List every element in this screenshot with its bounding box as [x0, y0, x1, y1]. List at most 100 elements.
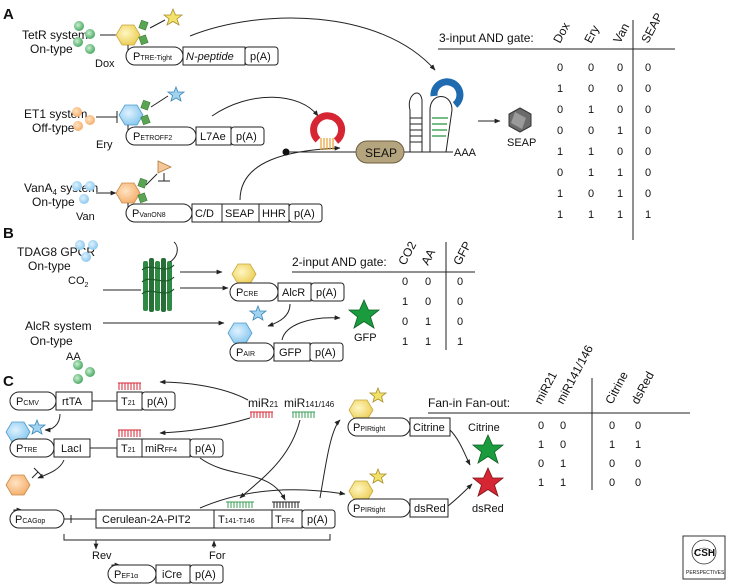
tre-construct: PTRE LacI T21 miRFF4 p(A)	[9, 429, 224, 458]
svg-text:T141-T146: T141-T146	[218, 514, 255, 526]
table-a-cell: 0	[645, 62, 651, 74]
table-b-cell: 0	[425, 276, 431, 288]
table-c-cell: 1	[538, 439, 544, 451]
gpcr-receptor-icon	[141, 241, 178, 312]
laci-hexagon	[5, 474, 31, 496]
table-a-cell: 1	[645, 209, 651, 221]
table-a-cell: 0	[617, 83, 623, 95]
svg-text:dsRed: dsRed	[414, 503, 446, 515]
svg-text:p(A): p(A)	[147, 396, 168, 408]
ery-star-icon	[166, 85, 186, 102]
gfp-label: GFP	[354, 332, 377, 344]
gfp-star-icon	[347, 299, 381, 329]
table-a-cell: 0	[557, 104, 563, 116]
table-a-title: 3-input AND gate:	[439, 31, 534, 45]
table-c-cell: 0	[635, 420, 641, 432]
svg-text:p(A): p(A)	[195, 443, 216, 455]
table-c-cell: 0	[538, 458, 544, 470]
svg-text:HHR: HHR	[262, 208, 286, 220]
table-a-cell: 0	[588, 188, 594, 200]
svg-text:Cerulean-2A-PIT2: Cerulean-2A-PIT2	[102, 514, 191, 526]
table-c-cell: 0	[609, 420, 615, 432]
for-label: For	[209, 550, 226, 562]
table-a-cell: 1	[557, 146, 563, 158]
alcr-hexagon	[227, 322, 253, 344]
ery-molecules	[72, 107, 95, 131]
svg-text:PETROFF2: PETROFF2	[133, 131, 172, 143]
co2-label: CO2	[68, 275, 89, 289]
table-c-cell: 0	[560, 439, 566, 451]
table-a-cell: 0	[645, 188, 651, 200]
pir2-star-icon	[368, 467, 388, 484]
table-b-cell: 1	[425, 336, 431, 348]
logo-line2: PERSPECTIVES	[686, 570, 725, 576]
mir21-strand-icon	[250, 411, 273, 418]
table-a-cell: 0	[588, 125, 594, 137]
table-a-cell: 0	[617, 146, 623, 158]
van-molecules	[72, 181, 95, 204]
table-a-cell: 0	[557, 62, 563, 74]
table-b-cell: 0	[457, 316, 463, 328]
table-a-cell: 1	[557, 188, 563, 200]
svg-text:PCAGop: PCAGop	[15, 514, 45, 526]
svg-text:p(A): p(A)	[250, 51, 271, 63]
svg-text:LacI: LacI	[61, 443, 82, 455]
pir1-star-icon	[368, 386, 388, 403]
aa-label: AA	[66, 351, 81, 363]
vana-line2: On-type	[32, 195, 75, 209]
co2-molecules	[75, 240, 98, 262]
alcr-line1: AlcR system	[25, 319, 92, 333]
table-c-cell: 1	[609, 439, 615, 451]
seap-mrna: SEAP AAA	[282, 78, 477, 164]
dsred-label: dsRed	[472, 503, 504, 515]
table-a-header: Dox	[550, 20, 572, 45]
aa-star-icon	[248, 304, 268, 321]
table-a-header: SEAP	[638, 11, 665, 46]
table-c-cell: 1	[635, 439, 641, 451]
table-b-header: CO2	[395, 239, 419, 268]
table-b-cell: 0	[402, 276, 408, 288]
svg-text:PAIR: PAIR	[236, 347, 255, 359]
svg-text:PPIRtight: PPIRtight	[353, 422, 385, 434]
panel-c: C PCMV rtTA T21 p(A) PTRE LacI T21	[3, 342, 690, 584]
table-b-title: 2-input AND gate:	[292, 255, 387, 269]
svg-text:p(A): p(A)	[307, 514, 328, 526]
svg-text:PTRE-Tight: PTRE-Tight	[133, 51, 172, 63]
logo-line1: CSH	[694, 548, 715, 559]
table-a-cell: 0	[645, 167, 651, 179]
svg-text:iCre: iCre	[162, 569, 182, 581]
svg-text:PCRE: PCRE	[236, 287, 258, 299]
svg-text:Citrine: Citrine	[413, 422, 445, 434]
tetr-construct: PTRE-Tight N-peptide p(A)	[125, 46, 279, 66]
svg-text:p(A): p(A)	[195, 569, 216, 581]
table-a-cell: 1	[557, 209, 563, 221]
table-a-cell: 0	[617, 104, 623, 116]
mir141-label: miR141/146	[284, 396, 335, 410]
svg-text:T21: T21	[121, 396, 136, 408]
mrna-tail: AAA	[454, 147, 477, 159]
svg-text:p(A): p(A)	[316, 287, 337, 299]
table-c-header: Citrine	[602, 369, 631, 406]
table-b-cell: 1	[425, 316, 431, 328]
citrine-label: Citrine	[468, 422, 500, 434]
panel-b-letter: B	[3, 225, 14, 242]
gpcr-line2: On-type	[28, 259, 71, 273]
table-a-cell: 0	[557, 167, 563, 179]
table-b-header: AA	[418, 247, 438, 268]
table-b-cell: 0	[457, 276, 463, 288]
svg-text:PEF1α: PEF1α	[114, 569, 138, 581]
ery-label: Ery	[96, 139, 113, 151]
panel-a: A TetR system On-type Dox PTRE-Tight N-p…	[3, 6, 675, 240]
svg-text:TFF4: TFF4	[275, 514, 294, 526]
dox-molecules	[73, 21, 95, 54]
table-c-cell: 0	[609, 477, 615, 489]
table-c-cell: 1	[560, 477, 566, 489]
panel-b: B TDAG8 GPCR On-type CO2 PCRE AlcR p	[3, 225, 475, 384]
panel-a-letter: A	[3, 6, 14, 23]
svg-text:p(A): p(A)	[315, 347, 336, 359]
rev-label: Rev	[92, 550, 112, 562]
table-c-title: Fan-in Fan-out:	[428, 396, 510, 410]
cre-hexagon	[231, 263, 257, 285]
table-c-cell: 0	[635, 458, 641, 470]
